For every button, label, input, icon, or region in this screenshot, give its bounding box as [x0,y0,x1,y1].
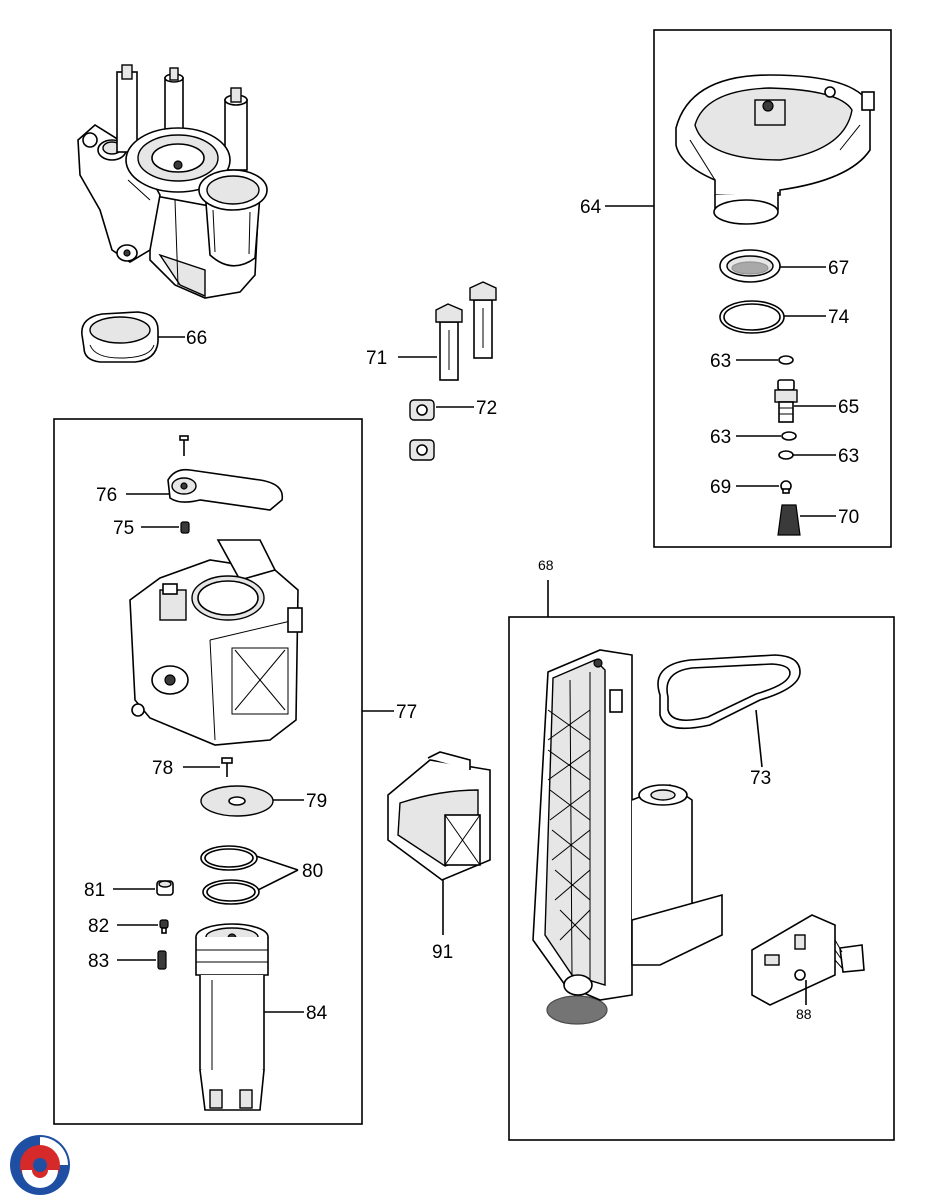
label-65: 65 [838,397,859,418]
part-68-drive-arm [532,649,723,1025]
part-88-circuit-board [751,914,865,1006]
part-66-oval-seal [81,311,159,363]
part-81-nut [156,880,174,896]
part-76-lever [167,468,284,511]
label-81: 81 [84,880,105,901]
label-68: 68 [538,557,554,573]
part-67-filter-disc [719,249,781,283]
part-65-valve [774,379,798,423]
label-73: 73 [750,768,771,789]
part-91-bracket [387,751,491,881]
label-63-b: 63 [710,427,731,448]
label-75: 75 [113,518,134,539]
part-74-oring [719,300,785,334]
part-77-brew-group-body [129,539,303,746]
part-75-spring [180,521,190,534]
label-72: 72 [476,398,497,419]
part-84-piston-cylinder [195,923,269,1111]
part-80-orings [200,845,260,905]
label-83: 83 [88,951,109,972]
brand-logo [10,1135,70,1195]
label-78: 78 [152,758,173,779]
label-69: 69 [710,477,731,498]
part-63-oring-c [778,450,794,460]
label-63-a: 63 [710,351,731,372]
label-79: 79 [306,791,327,812]
part-screw-top [179,435,189,456]
part-82-pin [159,919,169,934]
part-73-drive-belt [657,654,801,730]
label-77: 77 [396,702,417,723]
group-box-64 [653,29,892,548]
part-78-screw [221,757,233,777]
label-66: 66 [186,328,207,349]
brew-unit-assembly [77,64,268,299]
part-72-gears [409,399,435,461]
label-71: 71 [366,348,387,369]
part-71-shafts [435,281,497,381]
label-70: 70 [838,507,859,528]
label-63-c: 63 [838,446,859,467]
part-70-spring [777,504,801,536]
label-80: 80 [302,861,323,882]
label-82: 82 [88,916,109,937]
part-79-sieve [200,785,274,817]
label-64: 64 [580,197,602,218]
label-74: 74 [828,307,850,328]
label-88: 88 [796,1006,812,1022]
part-69-ball [780,480,792,494]
part-63-oring-a [778,355,794,365]
part-83-spring [157,950,167,970]
part-64-upper-housing [675,74,875,225]
group-box-77 [53,418,363,1125]
group-box-68 [508,616,895,1141]
label-91: 91 [432,942,453,963]
part-63-oring-b [781,431,797,441]
label-84: 84 [306,1003,328,1024]
label-76: 76 [96,485,117,506]
label-67: 67 [828,258,849,279]
